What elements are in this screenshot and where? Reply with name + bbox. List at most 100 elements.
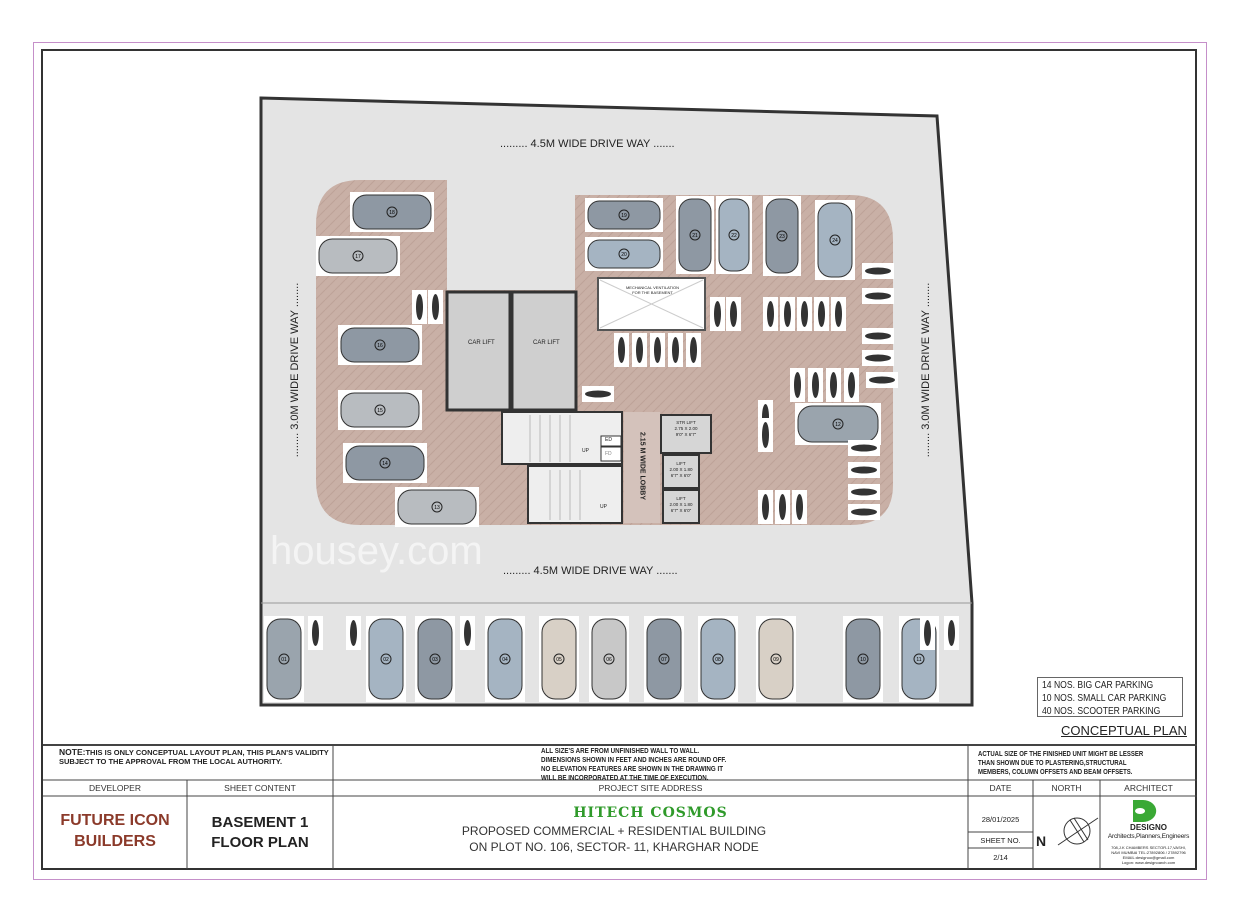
project-description: PROPOSED COMMERCIAL + RESIDENTIAL BUILDI… <box>461 824 767 854</box>
scooter-parking-slot <box>308 616 323 650</box>
car-parking-slot: 17 <box>316 236 400 276</box>
scooter-parking-slot <box>582 386 614 402</box>
scooter-parking-slot <box>726 297 741 331</box>
scooter-parking-slot <box>460 616 475 650</box>
driveway-left-label: ........ 3.0M WIDE DRIVE WAY ........ <box>289 282 301 458</box>
scooter-parking-slot <box>814 297 829 331</box>
sheet-no-value: 2/14 <box>993 853 1008 862</box>
date-header: DATE <box>989 783 1012 793</box>
ed-label: ED <box>605 437 612 443</box>
scooter-parking-slot <box>763 297 778 331</box>
architect-name: DESIGNO <box>1130 823 1167 832</box>
car-parking-slot: 06 <box>589 616 629 702</box>
car-number: 19 <box>621 213 627 219</box>
scooter-parking-slot <box>792 490 807 524</box>
scooter-parking-slot <box>790 368 805 402</box>
car-number: 03 <box>432 657 438 663</box>
scooter-parking-slot <box>758 490 773 524</box>
scooter-parking-slot <box>797 297 812 331</box>
car-lift-2-label: CAR LIFT <box>533 340 560 346</box>
car-lift-2 <box>510 290 578 412</box>
car-number: 20 <box>621 252 627 258</box>
scooter-parking-slot <box>866 372 898 388</box>
driveway-bottom-label: ......... 4.5M WIDE DRIVE WAY ....... <box>503 565 678 577</box>
car-number: 15 <box>377 408 383 414</box>
car-parking-slot: 01 <box>264 616 304 702</box>
scooter-parking-slot <box>848 440 880 456</box>
car-parking-slot: 15 <box>338 390 422 430</box>
lift-2 <box>662 489 700 524</box>
sheet-content-header: SHEET CONTENT <box>224 783 296 793</box>
address-header: PROJECT SITE ADDRESS <box>598 783 703 793</box>
scooter-parking-slot <box>826 368 841 402</box>
car-number: 05 <box>556 657 562 663</box>
lift-1 <box>662 454 700 489</box>
fd-room <box>600 446 622 462</box>
conceptual-note: NOTE:THIS IS ONLY CONCEPTUAL LAYOUT PLAN… <box>59 747 329 767</box>
car-parking-slot: 05 <box>539 616 579 702</box>
car-parking-slot: 16 <box>338 325 422 365</box>
car-number: 23 <box>779 234 785 240</box>
architect-header: ARCHITECT <box>1124 783 1173 793</box>
car-number: 08 <box>715 657 721 663</box>
car-parking-slot: 09 <box>756 616 796 702</box>
fd-label: FD <box>605 451 612 457</box>
drawing-frame <box>41 49 1197 870</box>
car-number: 02 <box>383 657 389 663</box>
scooter-parking-slot <box>775 490 790 524</box>
project-name: HITECH COSMOS <box>573 805 728 821</box>
lobby-label: 2.15 M WIDE LOBBY <box>638 431 646 501</box>
car-number: 04 <box>502 657 508 663</box>
car-parking-slot: 13 <box>395 487 479 527</box>
scooter-parking-slot <box>686 333 701 367</box>
car-number: 18 <box>389 210 395 216</box>
scooter-parking-slot <box>650 333 665 367</box>
car-parking-slot: 11 <box>899 616 939 702</box>
scooter-parking-slot <box>710 297 725 331</box>
scooter-parking-slot <box>848 504 880 520</box>
architect-address: 708,J.K CHAMBERS SECTOR-17,VASHI,NAVI MU… <box>1111 845 1186 865</box>
car-parking-slot: 14 <box>343 443 427 483</box>
car-lift-1-label: CAR LIFT <box>468 340 495 346</box>
car-number: 10 <box>860 657 866 663</box>
architect-tagline: Architects,Planners,Engineers <box>1107 833 1190 840</box>
car-parking-slot: 23 <box>763 196 801 276</box>
conceptual-plan-label: CONCEPTUAL PLAN <box>1061 723 1187 738</box>
scooter-parking-slot <box>668 333 683 367</box>
car-number: 11 <box>916 657 921 663</box>
car-number: 06 <box>606 657 612 663</box>
size-note: ACTUAL SIZE OF THE FINISHED UNIT MIGHT B… <box>978 749 1144 776</box>
car-number: 24 <box>832 238 838 244</box>
scooter-parking-slot <box>428 290 443 324</box>
scooter-parking-slot <box>831 297 846 331</box>
scooter-parking-slot <box>632 333 647 367</box>
driveway-top-label: ......... 4.5M WIDE DRIVE WAY ....... <box>500 138 675 150</box>
scooter-parking-slot <box>844 368 859 402</box>
scooter-parking-slot <box>862 350 894 366</box>
car-number: 13 <box>434 505 440 511</box>
car-number: 21 <box>692 233 698 239</box>
north-header: NORTH <box>1051 783 1082 793</box>
car-parking-slot: 20 <box>585 237 663 271</box>
car-parking-slot: 08 <box>698 616 738 702</box>
staircase-2 <box>527 465 623 524</box>
sheet-no-label: SHEET NO. <box>980 836 1021 845</box>
car-parking-slot: 21 <box>676 196 714 274</box>
scooter-parking-slot <box>944 616 959 650</box>
car-number: 09 <box>773 657 779 663</box>
scooter-parking-slot <box>848 462 880 478</box>
car-parking-slot: 19 <box>585 198 663 232</box>
car-parking-slot: 24 <box>815 200 855 280</box>
date-value: 28/01/2025 <box>981 815 1020 824</box>
car-number: 07 <box>661 657 667 663</box>
car-parking-slot: 12 <box>795 403 881 445</box>
scooter-parking-slot <box>848 484 880 500</box>
scooter-parking-slot <box>862 263 894 279</box>
scooter-parking-slot <box>862 288 894 304</box>
car-number: 16 <box>377 343 383 349</box>
